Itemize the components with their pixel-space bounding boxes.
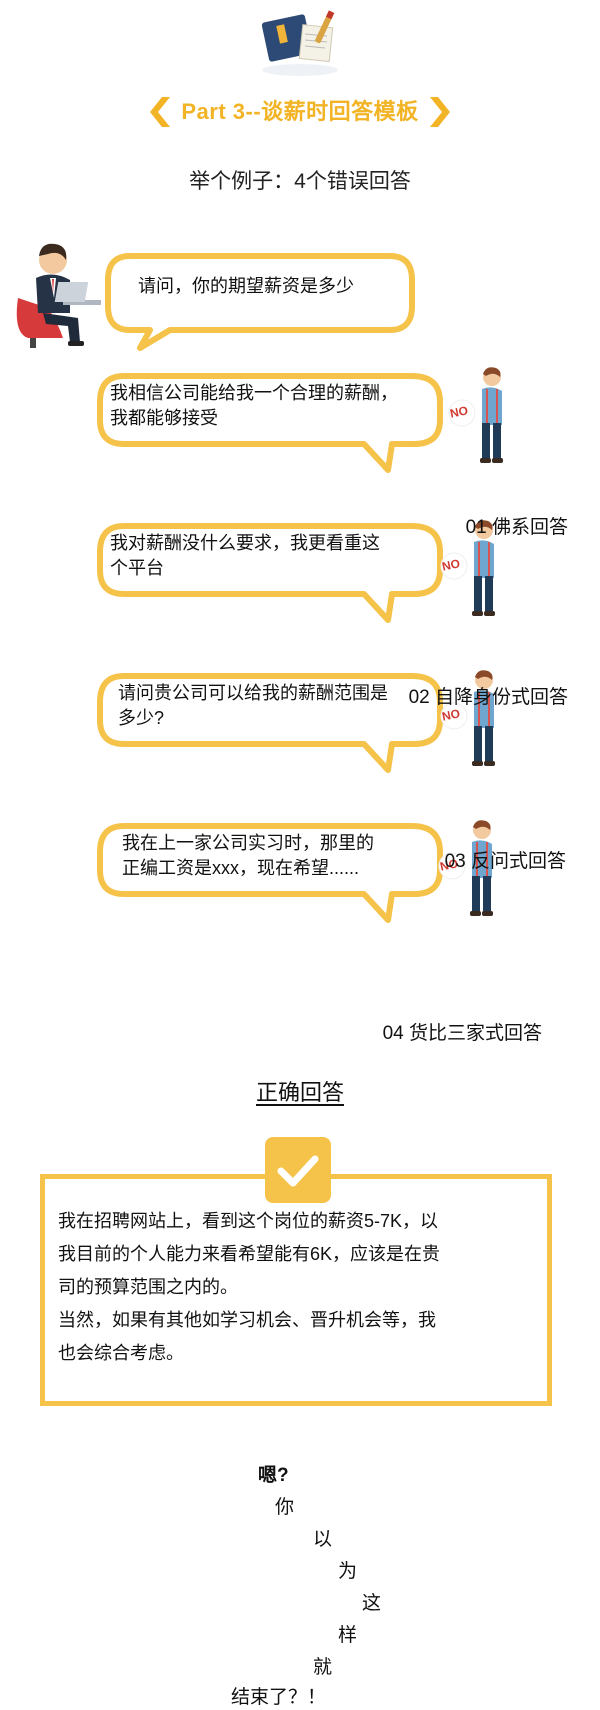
ending-word: 你 (275, 1497, 295, 1518)
answer-bubble (97, 823, 443, 923)
answer-4-caption: 04 货比三家式回答 (382, 1023, 542, 1044)
question-text: 请问，你的期望薪资是多少 (138, 276, 354, 296)
correct-line-2: 我目前的个人能力来看希望能有6K，应该是在贵 (58, 1244, 441, 1264)
answer-2-line-1: 我对薪酬没什么要求，我更看重这 (110, 533, 380, 553)
page-title: Part 3--谈薪时回答模板 (181, 99, 419, 124)
question-bubble (105, 253, 415, 351)
correct-line-3: 司的预算范围之内的。 (58, 1277, 238, 1297)
answer-4-line-1: 我在上一家公司实习时，那里的 (122, 833, 374, 853)
book-pen-icon (255, 8, 345, 78)
answer-2-caption: 02 自降身份式回答 (408, 687, 568, 708)
thinking-man-icon: NO (432, 518, 512, 618)
answer-1-line-1: 我相信公司能给我一个合理的薪酬， (110, 383, 398, 403)
correct-line-5: 也会综合考虑。 (58, 1343, 184, 1363)
answer-4-line-2: 正编工资是xxx，现在希望...... (122, 858, 360, 878)
answer-3-line-1: 请问贵公司可以给我的薪酬范围是 (118, 683, 388, 703)
answer-1-line-2: 我都能够接受 (110, 408, 218, 428)
answer-bubble (97, 673, 443, 773)
answer-bubble (97, 373, 443, 473)
thinking-man-icon: NO (432, 668, 512, 768)
correct-answer-text: 我在招聘网站上，看到这个岗位的薪资5-7K，以 我目前的个人能力来看希望能有6K… (58, 1205, 538, 1370)
thinking-man-icon: NO (440, 365, 520, 465)
answer-bubble (97, 523, 443, 623)
checkmark-icon (265, 1137, 331, 1203)
title-banner (150, 97, 450, 127)
ending-word: 这 (362, 1593, 382, 1614)
ending-word: 为 (338, 1561, 358, 1582)
correct-answer-title: 正确回答 (255, 1080, 344, 1105)
interviewer-icon (8, 238, 108, 350)
ending-word: 嗯? (258, 1465, 289, 1486)
answer-1-caption: 01 佛系回答 (465, 517, 568, 538)
answer-3-line-2: 多少? (118, 708, 165, 728)
ending-word: 以 (313, 1529, 333, 1550)
ending-word: 样 (338, 1625, 358, 1646)
correct-line-4: 当然，如果有其他如学习机会、晋升机会等，我 (58, 1310, 436, 1330)
ending-word: 就 (313, 1657, 333, 1678)
thinking-man-icon: NO (430, 818, 510, 918)
answer-2-line-2: 个平台 (110, 558, 164, 578)
answer-3-caption: 03 反问式回答 (444, 851, 566, 872)
ending-word: 结束了？！ (231, 1687, 327, 1708)
correct-line-1: 我在招聘网站上，看到这个岗位的薪资5-7K，以 (58, 1211, 439, 1231)
subtitle: 举个例子：4个错误回答 (189, 170, 411, 193)
